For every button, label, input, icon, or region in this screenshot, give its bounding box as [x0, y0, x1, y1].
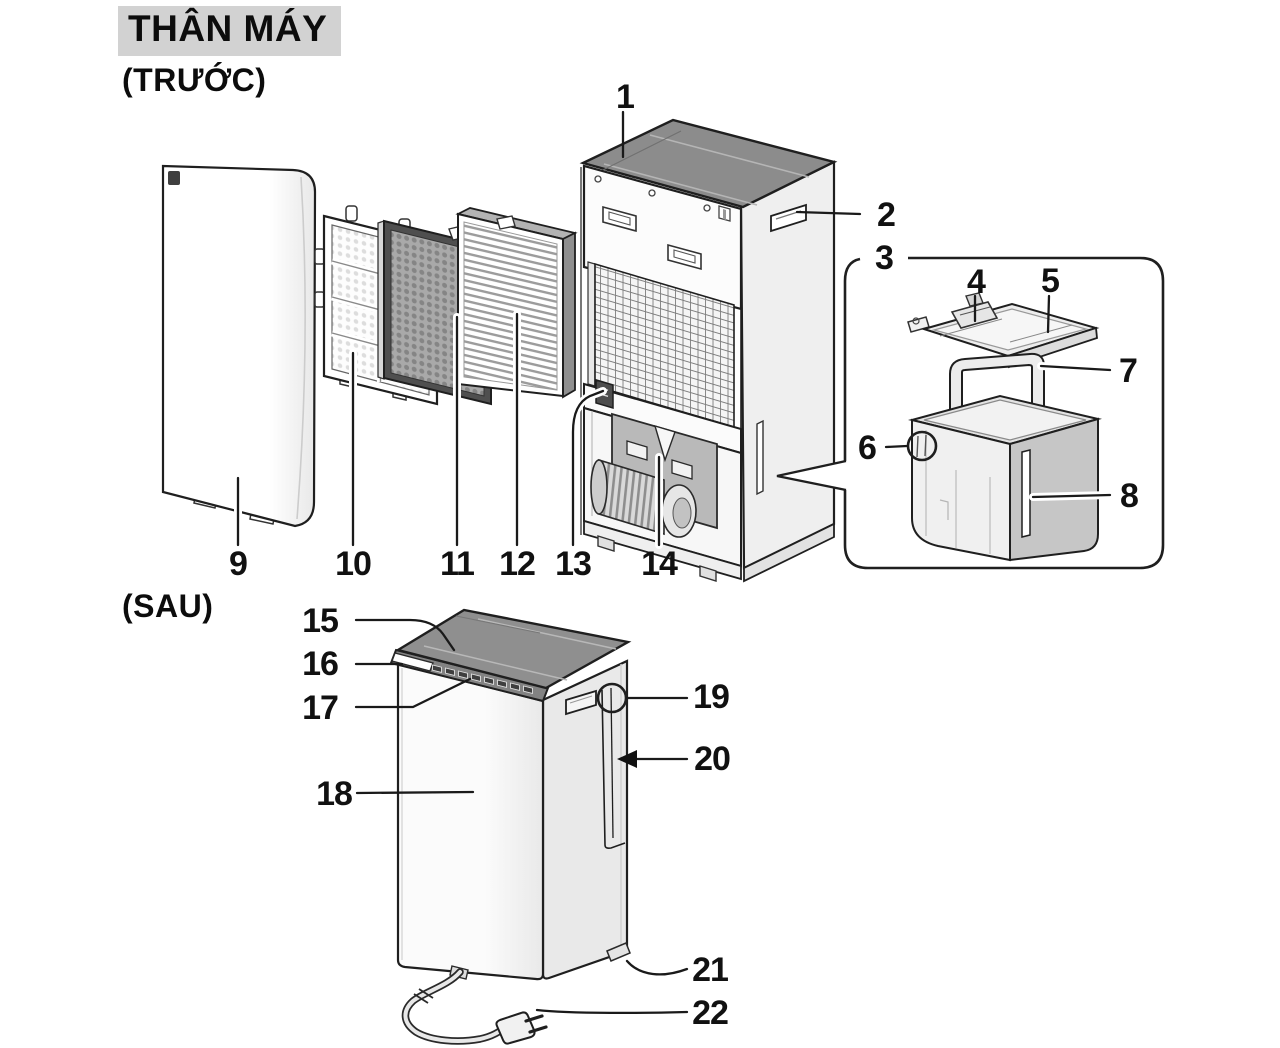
front-section-label: (TRƯỚC)	[122, 62, 267, 98]
part-label-22: 22	[692, 994, 729, 1032]
page-title: THÂN MÁY	[118, 6, 342, 56]
part-label-3: 3	[875, 239, 894, 277]
part-label-21: 21	[692, 951, 729, 989]
arrow-20-head	[617, 750, 637, 768]
part-label-12: 12	[499, 545, 536, 583]
bottom-foot	[606, 942, 631, 962]
top-lid	[579, 118, 838, 209]
water-tank-inset	[776, 256, 1165, 570]
part-label-19: 19	[693, 678, 730, 716]
tank-lid-tray	[907, 292, 1100, 369]
back-section-label: (SAU)	[122, 588, 214, 624]
part-label-2: 2	[877, 196, 896, 234]
brand-logo	[168, 171, 180, 185]
main-unit	[579, 118, 838, 583]
part-label-14: 14	[641, 545, 678, 583]
part-label-17: 17	[302, 689, 339, 727]
water-level-window	[1021, 449, 1031, 538]
back-top-lid	[394, 608, 632, 690]
cord-groove	[601, 689, 626, 849]
part-label-10: 10	[335, 545, 372, 583]
part-label-18: 18	[316, 775, 353, 813]
part-label-1: 1	[616, 78, 635, 116]
part-label-16: 16	[302, 645, 339, 683]
part-label-7: 7	[1119, 352, 1138, 390]
part-label-20: 20	[694, 740, 731, 778]
part-label-9: 9	[229, 545, 248, 583]
leader-lines	[234, 110, 1114, 1015]
power-plug	[495, 1011, 548, 1045]
water-tank	[908, 394, 1102, 562]
hepa-filter	[455, 207, 578, 399]
control-buttons	[432, 664, 533, 694]
part-label-5: 5	[1041, 262, 1060, 300]
back-unit	[389, 608, 632, 981]
part-label-6: 6	[858, 429, 877, 467]
part-label-13: 13	[555, 545, 592, 583]
vent-strip	[391, 652, 434, 672]
part-label-8: 8	[1120, 477, 1139, 515]
power-cord	[401, 968, 548, 1045]
front-panel	[161, 164, 317, 528]
part-label-11: 11	[440, 545, 475, 583]
part-label-4: 4	[967, 263, 986, 301]
part-label-15: 15	[302, 602, 339, 640]
